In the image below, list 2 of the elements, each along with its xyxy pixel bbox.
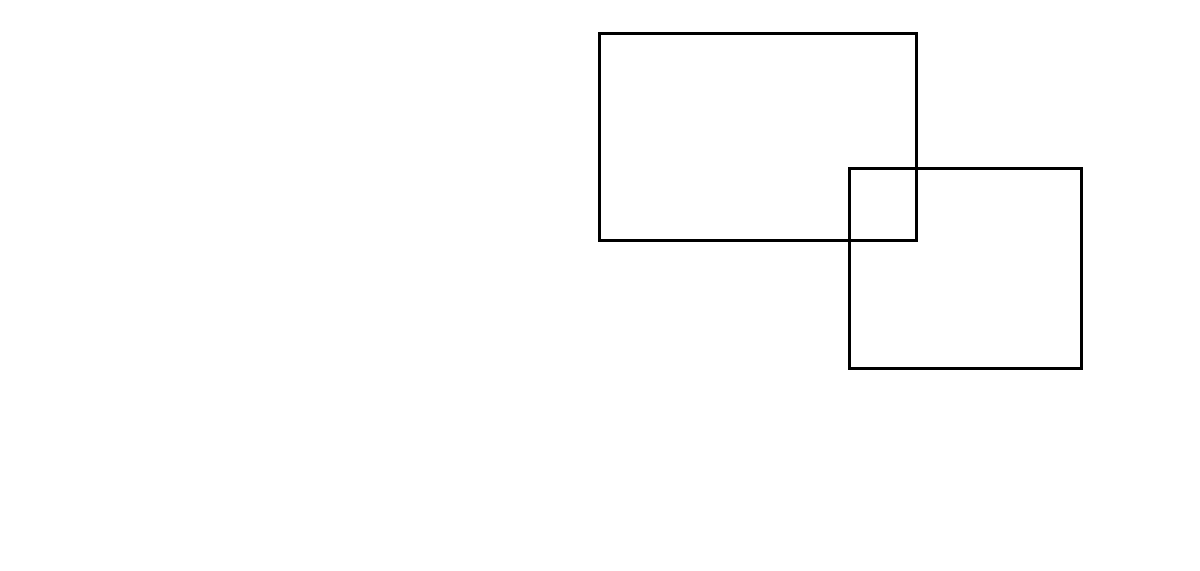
rectangle-box [848, 167, 1083, 370]
rectangle-box [598, 32, 918, 242]
